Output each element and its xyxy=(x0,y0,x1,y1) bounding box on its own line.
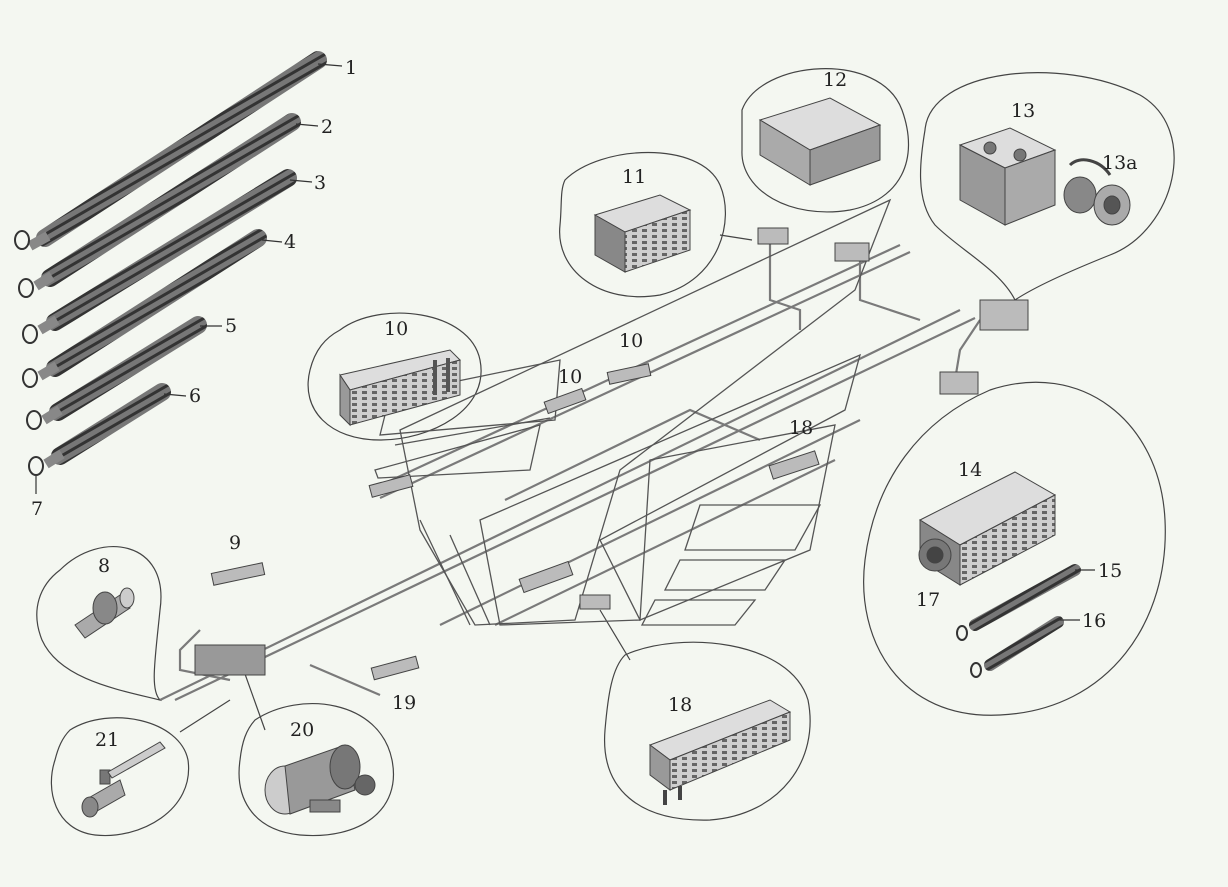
finned-pipe-6 xyxy=(43,383,171,469)
label-21: 21 xyxy=(95,729,119,751)
finned-pipes-group xyxy=(14,51,343,494)
label-2: 2 xyxy=(321,116,333,138)
label-11: 11 xyxy=(622,166,646,188)
balloon-10 xyxy=(307,312,482,441)
radiator-center xyxy=(518,560,574,594)
unit-13-detail xyxy=(958,127,1057,226)
label-7: 7 xyxy=(31,498,43,520)
balloon-12 xyxy=(741,68,910,213)
balloon-18-bottom xyxy=(604,641,811,821)
radiator-10-b xyxy=(543,387,587,415)
finned-pipe-4 xyxy=(37,229,267,381)
label-20: 20 xyxy=(290,719,314,741)
unit-11-detail xyxy=(593,194,692,273)
label-14: 14 xyxy=(958,459,982,481)
label-13: 13 xyxy=(1011,100,1035,122)
balloon-20 xyxy=(238,703,394,837)
label-12: 12 xyxy=(823,69,847,91)
radiator-18-top xyxy=(768,450,820,480)
label-10-a: 10 xyxy=(384,318,408,340)
fitting-8-detail xyxy=(74,587,135,639)
finned-pipe-2 xyxy=(33,113,301,291)
pipe-network xyxy=(159,240,981,701)
balloon-8 xyxy=(36,546,162,702)
radiator-9 xyxy=(210,562,266,586)
heater-small xyxy=(194,644,266,676)
label-13a: 13a xyxy=(1102,152,1138,174)
label-10-b: 10 xyxy=(558,366,582,388)
label-3: 3 xyxy=(314,172,326,194)
balloon-11 xyxy=(559,152,727,298)
finned-pipe-3 xyxy=(37,169,297,335)
balloon-13 xyxy=(919,72,1175,301)
heater-14-detail xyxy=(918,471,1057,586)
balloon-14 xyxy=(863,381,1166,716)
radiator-small-left xyxy=(368,474,414,498)
label-8: 8 xyxy=(98,555,110,577)
pump-small xyxy=(579,594,611,610)
pipe-leaders xyxy=(35,63,343,494)
label-9: 9 xyxy=(229,532,241,554)
unit-14-small xyxy=(939,371,979,395)
finned-pipes-15-16 xyxy=(956,564,1095,678)
unit-12-detail xyxy=(758,97,882,186)
label-18-top: 18 xyxy=(789,417,813,439)
callout-balloons xyxy=(36,68,1175,837)
label-16: 16 xyxy=(1082,610,1106,632)
radiator-19 xyxy=(370,655,420,681)
small-radiators xyxy=(194,227,1029,681)
balloon-21 xyxy=(50,717,190,837)
radiator-18-detail xyxy=(648,699,792,805)
label-17: 17 xyxy=(916,589,940,611)
finned-pipe-1 xyxy=(27,51,327,251)
label-5: 5 xyxy=(225,315,237,337)
frame-outline xyxy=(374,198,892,626)
label-4: 4 xyxy=(284,231,296,253)
radiator-10-detail xyxy=(339,349,461,427)
heater-20-detail xyxy=(264,744,376,815)
label-6: 6 xyxy=(189,385,201,407)
label-10-c: 10 xyxy=(619,330,643,352)
blower-13a-detail xyxy=(1063,158,1131,226)
label-1: 1 xyxy=(345,57,357,79)
unit-12-small xyxy=(834,242,870,262)
callout-labels: 1 2 3 4 5 6 7 8 9 10 10 10 11 12 13 13a … xyxy=(31,57,1138,751)
unit-13-small xyxy=(979,299,1029,331)
label-19: 19 xyxy=(392,692,416,714)
finned-pipe-5 xyxy=(41,316,207,425)
radiator-10-c xyxy=(606,363,652,385)
hose-clamps xyxy=(14,230,44,476)
label-15: 15 xyxy=(1098,560,1122,582)
label-18-bottom: 18 xyxy=(668,694,692,716)
valve-21-detail xyxy=(81,741,166,818)
unit-11-small xyxy=(757,227,789,245)
